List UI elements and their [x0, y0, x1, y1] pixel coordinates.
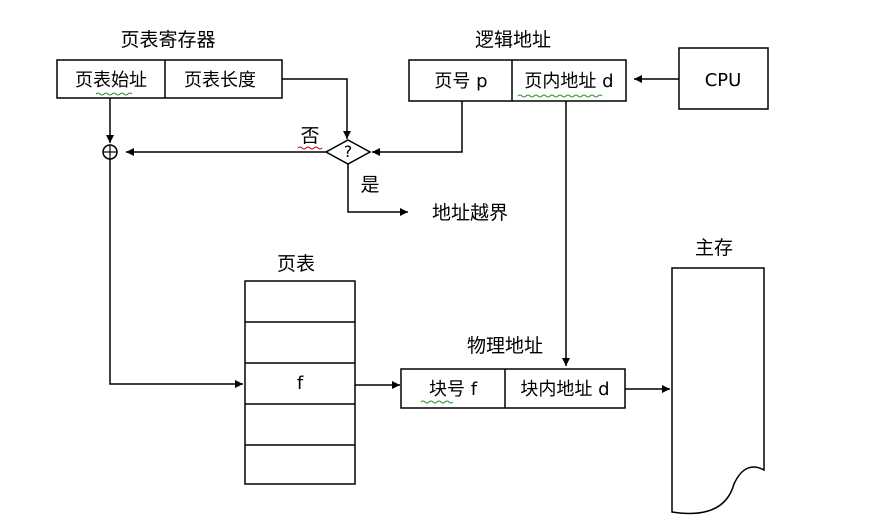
page-table-register-title: 页表寄存器 [120, 29, 215, 51]
page-table-start-address-field: 页表始址 [75, 70, 147, 91]
page-number-to-comparator-arrow [372, 101, 463, 156]
block-number-field: 块号 f [429, 379, 478, 400]
main-memory-block [671, 267, 765, 515]
page-table-entry-frame: f [297, 373, 304, 394]
length-to-comparator-arrow [282, 78, 351, 139]
adder-to-page-table-arrow [109, 159, 243, 388]
comparator-symbol: ? [344, 142, 353, 161]
page-table-title: 页表 [277, 253, 315, 275]
block-offset-field: 块内地址 d [520, 379, 609, 400]
page-table-length-field: 页表长度 [184, 70, 256, 91]
comparator-yes-arrow [347, 164, 408, 216]
address-adder [102, 144, 118, 160]
cpu-label: CPU [705, 70, 742, 91]
physical-address-title: 物理地址 [467, 335, 543, 357]
page-offset-field: 页内地址 d [524, 71, 613, 92]
page-number-field: 页号 p [434, 71, 487, 92]
page-table-register [56, 59, 283, 99]
comparator-yes-label: 是 [360, 174, 379, 196]
address-out-of-bounds-label: 地址越界 [432, 202, 508, 224]
comparator-no-label: 否 [300, 125, 319, 147]
logical-address-register [408, 59, 627, 102]
main-memory-title: 主存 [695, 237, 733, 259]
page-table [244, 280, 356, 485]
logical-address-title: 逻辑地址 [475, 29, 551, 51]
